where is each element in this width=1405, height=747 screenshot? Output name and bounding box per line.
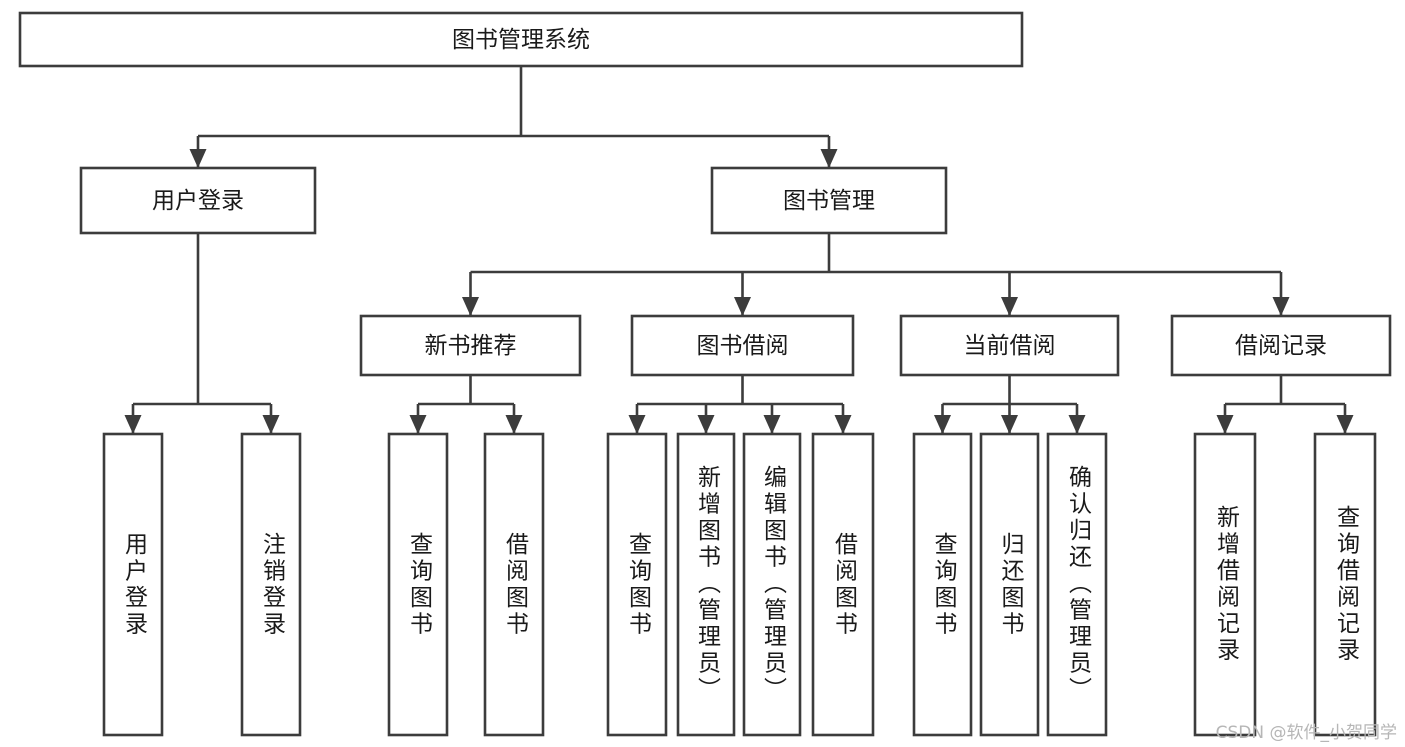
connector-arrow-icon [934, 415, 951, 434]
node-box-new-book-recommend[interactable] [359, 314, 582, 377]
node-label-book-management: 图书管理 [783, 188, 875, 214]
node-box-user-login-login[interactable] [102, 432, 164, 737]
node-label-borrow-records: 借阅记录 [1235, 333, 1327, 359]
connector-arrow-icon [763, 415, 781, 434]
node-box-current-query-book[interactable] [912, 432, 973, 737]
connector-arrow-icon [409, 415, 427, 434]
connector-arrow-icon [1216, 415, 1234, 434]
connector-arrow-icon [124, 415, 142, 434]
connector-arrow-icon [697, 415, 715, 434]
node-box-current-borrow[interactable] [899, 314, 1120, 377]
node-box-records-query-record[interactable] [1313, 432, 1377, 737]
connector-arrow-icon [505, 415, 523, 434]
connector-layer [124, 66, 1354, 434]
node-label-book-borrow: 图书借阅 [697, 333, 789, 359]
connector-arrow-icon [462, 297, 479, 316]
node-box-records-add-record[interactable] [1193, 432, 1257, 737]
connector-arrow-icon [734, 297, 751, 316]
connector-arrow-icon [262, 415, 280, 434]
node-label-current-borrow: 当前借阅 [964, 333, 1056, 359]
connector-arrow-icon [1272, 297, 1290, 316]
connector-arrow-icon [1001, 297, 1018, 316]
node-box-current-confirm-return[interactable] [1046, 432, 1108, 737]
node-label-user-login: 用户登录 [152, 188, 244, 214]
node-box-borrow-borrow-book[interactable] [811, 432, 875, 737]
node-box-recommend-borrow-book[interactable] [483, 432, 545, 737]
node-box-root[interactable] [18, 11, 1024, 68]
node-box-book-borrow[interactable] [630, 314, 855, 377]
node-box-borrow-records[interactable] [1170, 314, 1392, 377]
node-box-borrow-query-book[interactable] [606, 432, 668, 737]
connector-arrow-icon [820, 149, 838, 168]
node-label-root: 图书管理系统 [452, 27, 590, 53]
node-box-book-management[interactable] [710, 166, 948, 235]
connector-arrow-icon [1068, 415, 1086, 434]
watermark-text: CSDN @软件_小贺同学 [1215, 723, 1397, 743]
node-box-borrow-add-book[interactable] [676, 432, 736, 737]
connector-arrow-icon [1001, 415, 1018, 434]
node-box-current-return-book[interactable] [979, 432, 1040, 737]
node-box-user-login-logout[interactable] [240, 432, 302, 737]
connector-arrow-icon [628, 415, 646, 434]
connector-arrow-icon [834, 415, 852, 434]
node-label-new-book-recommend: 新书推荐 [425, 333, 517, 359]
connector-arrow-icon [189, 149, 207, 168]
node-box-recommend-query-book[interactable] [387, 432, 449, 737]
node-box-borrow-edit-book[interactable] [742, 432, 802, 737]
node-box-user-login[interactable] [79, 166, 317, 235]
node-layer [18, 11, 1392, 737]
connector-arrow-icon [1336, 415, 1354, 434]
